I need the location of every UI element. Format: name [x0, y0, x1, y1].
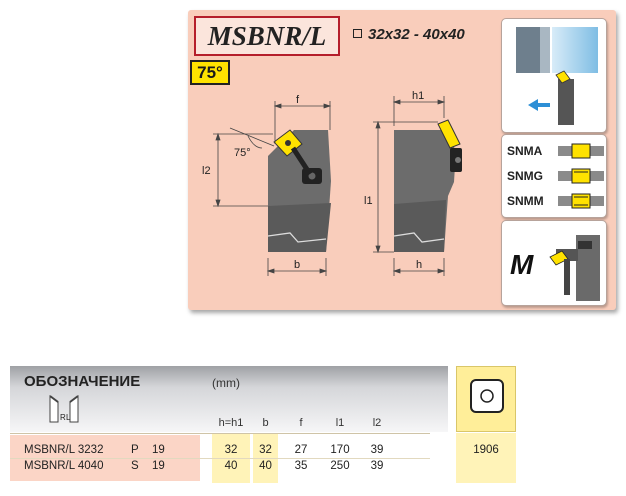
tool-holder-drawing: f l2 75° b h1 l1 h — [202, 90, 462, 276]
h-cell: 40 — [224, 460, 238, 472]
feed-direction-arrow-icon — [528, 99, 550, 111]
insert-profile-chipbreaker-icon — [558, 168, 604, 184]
machining-setup-diagram — [516, 27, 598, 125]
h-cell: 32 — [224, 444, 238, 456]
clamp-type-card: M — [501, 220, 607, 306]
front-view-dimensions — [213, 101, 332, 276]
insert-type-label: SNMA — [507, 144, 543, 158]
dim-angle-label: 75° — [234, 147, 251, 159]
column-header-f: f — [299, 417, 303, 429]
l2-cell: 39 — [370, 444, 384, 456]
f-cell: 27 — [294, 444, 308, 456]
hand-left-label: L — [66, 413, 71, 422]
insert-type-row: SNMG — [507, 168, 605, 186]
insert-profile-double-icon — [558, 193, 604, 209]
insert-type-row: SNMM — [507, 193, 605, 211]
b-cell: 32 — [259, 444, 272, 456]
size-range-text: 32x32 - 40x40 — [368, 26, 465, 43]
dim-h-label: h — [416, 259, 422, 271]
clamp-mechanism-icon — [549, 235, 600, 301]
dim-f-label: f — [296, 94, 300, 106]
code-cell: S — [131, 460, 139, 472]
designation-cell: MSBNR/L 4040 — [24, 460, 104, 472]
column-header-b: b — [262, 417, 269, 429]
insert-type-row: SNMA — [507, 143, 605, 161]
clamp-type-letter: M — [510, 249, 534, 280]
insert-type-label: SNMM — [507, 194, 544, 208]
l2-cell: 39 — [370, 460, 384, 472]
size-cell: 19 — [152, 444, 165, 456]
hand-right-label: R — [60, 413, 66, 422]
l1-cell: 250 — [330, 460, 350, 472]
l1-cell: 170 — [330, 444, 350, 456]
holder-side-view — [393, 119, 462, 252]
insert-type-label: SNMG — [507, 169, 543, 183]
b-cell: 40 — [259, 460, 272, 472]
designation-cell: MSBNR/L 3232 — [24, 444, 104, 456]
table-title: ОБОЗНАЧЕНИЕ — [24, 373, 141, 390]
insert-types-card: SNMA SNMG SNMM — [501, 134, 607, 218]
column-header-h: h=h1 — [218, 417, 244, 429]
column-header-l1: l1 — [335, 417, 345, 429]
dim-l2-label: l2 — [202, 165, 211, 177]
column-header-l2: l2 — [372, 417, 382, 429]
model-title: MSBNR/L — [194, 16, 340, 56]
side-view-dimensions — [373, 96, 446, 276]
unit-label: (mm) — [212, 376, 240, 390]
insert-column-header — [456, 366, 516, 432]
column-highlight-insert — [456, 433, 516, 483]
table-divider — [10, 458, 430, 459]
f-cell: 35 — [294, 460, 308, 472]
machining-setup-card — [501, 18, 607, 133]
holder-front-view — [267, 129, 331, 252]
dim-b-label: b — [294, 259, 300, 271]
approach-angle-badge: 75° — [190, 60, 230, 85]
hand-right-left-icon: R L — [49, 395, 79, 423]
square-insert-icon — [470, 379, 504, 413]
table-header-band — [10, 366, 448, 432]
dim-l1-label: l1 — [364, 195, 373, 207]
code-cell: P — [131, 444, 139, 456]
size-range: 32x32 - 40x40 — [353, 24, 465, 46]
table-divider — [10, 433, 430, 434]
product-info-panel: MSBNR/L 32x32 - 40x40 75° — [188, 10, 616, 310]
dim-h1-label: h1 — [412, 90, 424, 102]
square-shank-icon — [353, 29, 362, 38]
insert-profile-flat-icon — [558, 143, 604, 159]
insert-cell: 1906 — [473, 444, 499, 456]
size-cell: 19 — [152, 460, 165, 472]
